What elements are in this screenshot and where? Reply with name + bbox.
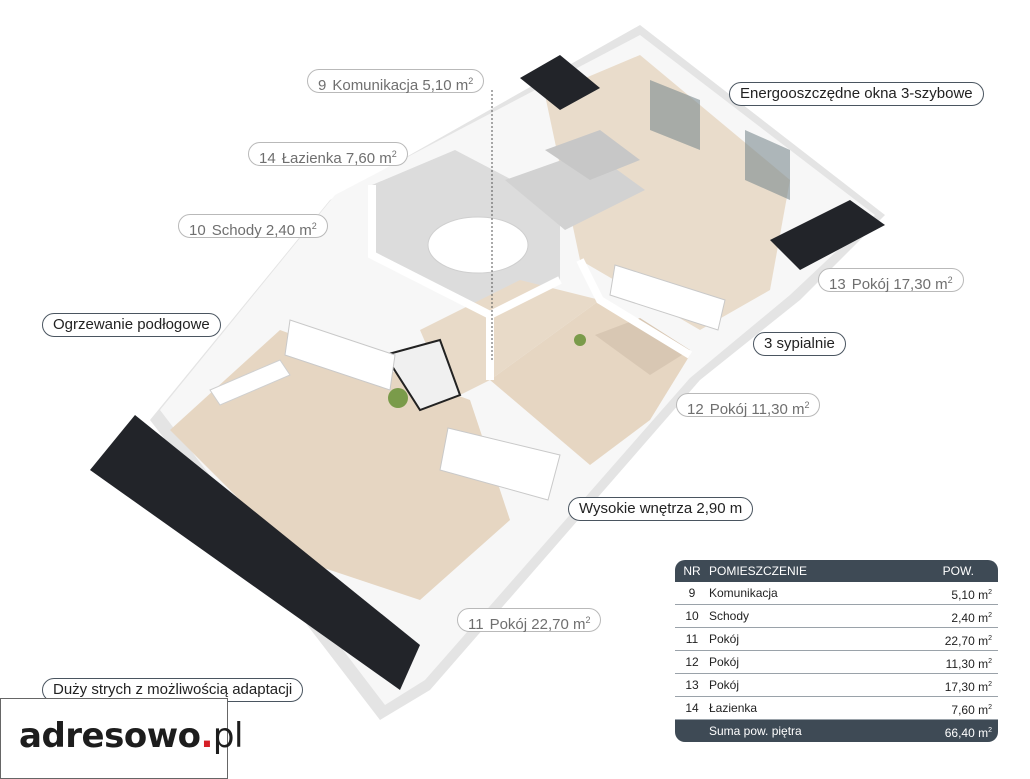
room-13-floor [545, 55, 790, 330]
wardrobe-2 [439, 427, 561, 501]
col-room: POMIESZCZENIE [709, 564, 808, 578]
roof-panel-right [770, 200, 885, 270]
feature-sypialnie: 3 sypialnie [753, 332, 846, 356]
bathtub [427, 216, 529, 274]
roof-panel-top [520, 55, 600, 110]
roof-panel-front [90, 415, 420, 690]
bed-12 [595, 318, 690, 375]
col-area: POW. [942, 564, 974, 578]
adresowo-logo: adresowo.pl [0, 698, 243, 779]
wardrobe-3 [609, 264, 726, 331]
col-nr: NR [683, 564, 701, 578]
feature-wnetrza: Wysokie wnętrza 2,90 m [568, 497, 754, 521]
corridor-floor [420, 280, 600, 400]
stairs [383, 338, 462, 412]
feature-ogrzewanie: Ogrzewanie podłogowe [42, 313, 221, 337]
table-header: NR POMIESZCZENIE POW. [675, 560, 998, 582]
desk [209, 359, 291, 406]
feature-okna: Energooszczędne okna 3-szybowe [729, 82, 984, 106]
wardrobe-1 [284, 319, 396, 391]
